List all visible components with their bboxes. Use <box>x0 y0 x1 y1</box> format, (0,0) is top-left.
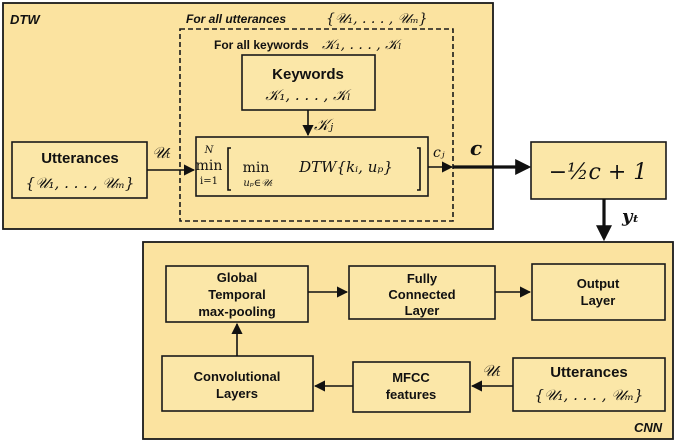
global-pooling-line-3: max-pooling <box>198 304 275 319</box>
dtw-utterances-box <box>11 141 148 199</box>
cnn-utterances-set: {𝒰₁, . . . , 𝒰ₘ} <box>535 386 644 404</box>
dtw-utterances-title: Utterances <box>41 150 119 167</box>
cj-label: cⱼ <box>433 145 445 161</box>
output-layer-line-1: Output <box>577 276 620 291</box>
outer-min-top: N <box>204 145 215 156</box>
keyword-loop-frame <box>179 28 454 222</box>
dtw-ut-label: 𝒰ₜ <box>152 143 171 162</box>
cnn-utterances-box <box>512 357 666 412</box>
fully-connected-box <box>348 265 496 320</box>
output-layer-line-2: Layer <box>581 293 616 308</box>
left-bracket <box>227 147 231 191</box>
conv-layers-line-2: Layers <box>216 386 258 401</box>
utterances-loop-label: For all utterances <box>186 12 286 26</box>
cnn-panel-label: CNN <box>634 420 663 435</box>
cnn-ut-label: 𝒰ₜ <box>482 361 501 380</box>
c-label: c <box>470 136 482 160</box>
inner-min: min <box>243 160 270 176</box>
mfcc-box <box>352 361 471 413</box>
fully-connected-line-2: Connected <box>388 287 455 302</box>
transform-formula: −½c + 1 <box>549 160 648 185</box>
mfcc-line-2: features <box>386 387 437 402</box>
global-pooling-box <box>165 265 309 323</box>
keywords-loop-set: 𝒦₁, . . . , 𝒦ₗ <box>322 37 403 53</box>
outer-min-sub: i=1 <box>200 176 218 187</box>
keywords-box-title: Keywords <box>272 66 344 83</box>
yt-label: yₜ <box>621 206 639 227</box>
dtw-utterances-set: {𝒰₁, . . . , 𝒰ₘ} <box>26 174 135 192</box>
fully-connected-line-1: Fully <box>407 271 438 286</box>
outer-min: min <box>196 158 223 174</box>
keywords-box <box>241 54 376 111</box>
global-pooling-line-2: Temporal <box>208 287 266 302</box>
fully-connected-line-3: Layer <box>405 303 440 318</box>
dtw-panel-label: DTW <box>10 12 41 27</box>
cnn-utterances-title: Utterances <box>550 364 628 381</box>
kj-label: 𝒦ⱼ <box>314 115 334 134</box>
keywords-box-set: 𝒦₁, . . . , 𝒦ₗ <box>265 86 352 104</box>
transform-box <box>530 141 667 200</box>
mfcc-line-1: MFCC <box>392 370 430 385</box>
dtw-term: DTW{kᵢ, uₚ} <box>298 158 393 176</box>
output-layer-box <box>531 263 666 321</box>
right-bracket <box>417 147 421 191</box>
utterances-loop-set: {𝒰₁, . . . , 𝒰ₘ} <box>326 11 428 27</box>
inner-min-sub: uₚ∈𝒰ₜ <box>243 178 273 189</box>
conv-layers-line-1: Convolutional <box>194 369 281 384</box>
global-pooling-line-1: Global <box>217 270 257 285</box>
keywords-loop-label: For all keywords <box>214 38 309 52</box>
dtw-formula-box <box>195 136 429 197</box>
